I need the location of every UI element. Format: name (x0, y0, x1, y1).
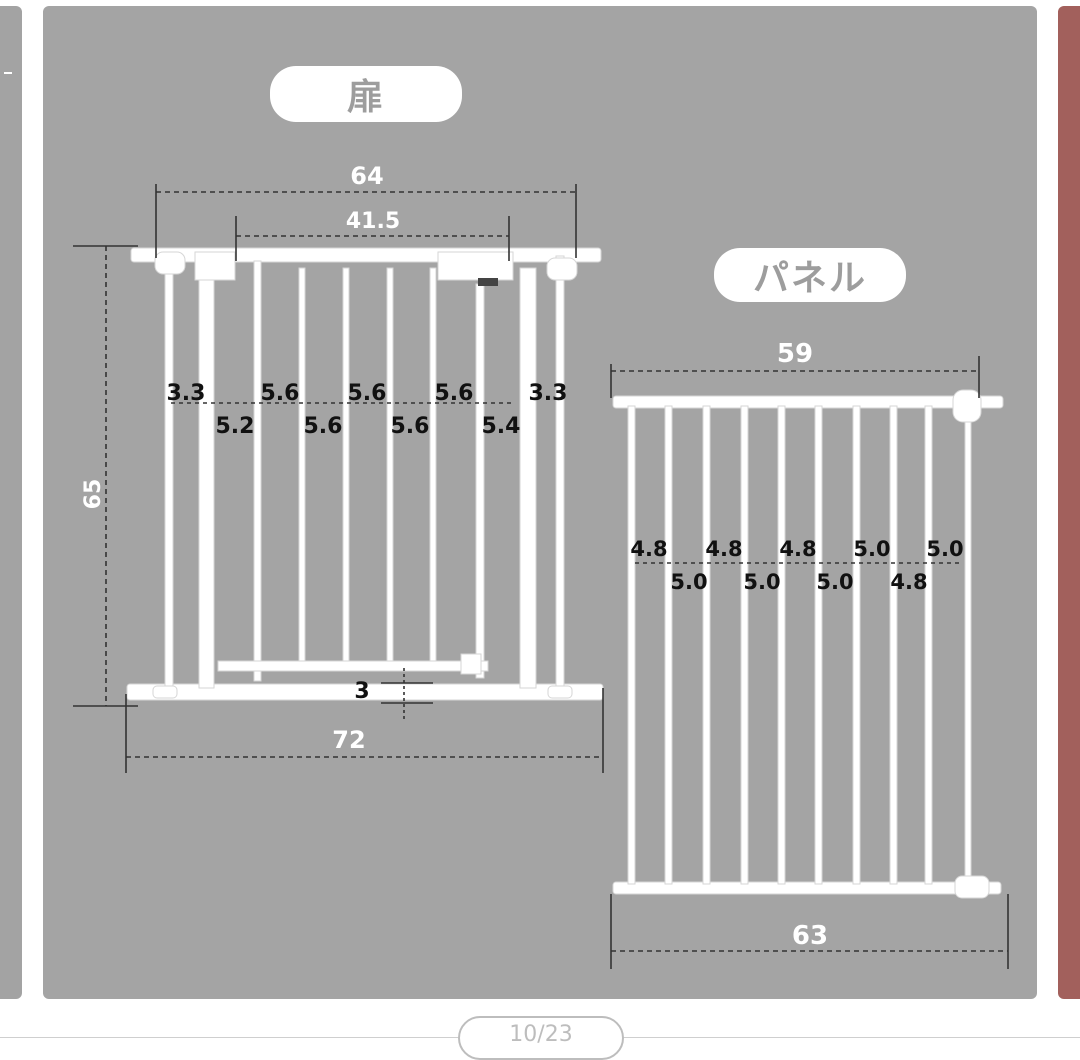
panel-top-width: 59 (777, 339, 813, 369)
door-gaps-upper: 3.3 5.6 5.6 5.6 3.3 (167, 381, 568, 406)
door-gap-upper: 3.3 (167, 381, 206, 406)
panel-gap-upper: 4.8 (630, 537, 667, 561)
page-indicator: 10/23 (458, 1016, 624, 1060)
door-gap-upper: 5.6 (261, 381, 300, 406)
panel-gap-lower: 4.8 (890, 570, 927, 594)
door-outer-width: 64 (350, 162, 383, 190)
panel-drawing (612, 389, 1004, 899)
panel-dimension-lines (610, 356, 1009, 969)
door-bottom-gap: 3 (354, 679, 369, 704)
door-label-pill: 扉 (270, 66, 462, 122)
door-gap-upper: 3.3 (529, 381, 568, 406)
panel-gap-lower: 5.0 (670, 570, 707, 594)
dimension-diagram: 64 41.5 65 72 3 3.3 5.6 5.6 5.6 3.3 5.2 … (73, 162, 1009, 969)
door-label: 扉 (346, 77, 385, 118)
slide-mark (4, 72, 12, 74)
panel-gap-lower: 5.0 (743, 570, 780, 594)
door-height: 65 (81, 479, 106, 510)
panel-gaps-lower: 5.0 5.0 5.0 4.8 (670, 570, 927, 594)
panel-gap-upper: 4.8 (705, 537, 742, 561)
latch-shadow (478, 278, 498, 286)
door-gap-lower: 5.4 (482, 414, 521, 439)
panel-gap-upper: 5.0 (853, 537, 890, 561)
door-base-width: 72 (332, 726, 365, 754)
door-gap-upper: 5.6 (435, 381, 474, 406)
panel-gap-lower: 5.0 (816, 570, 853, 594)
door-gaps-lower: 5.2 5.6 5.6 5.4 (216, 414, 521, 439)
panel-label: パネル (752, 258, 867, 299)
page-indicator-text: 10/23 (509, 1022, 573, 1047)
door-dimension-lines (73, 184, 604, 773)
door-inner-width: 41.5 (346, 209, 400, 234)
next-slide-edge[interactable] (1058, 6, 1080, 999)
door-gate-drawing (126, 247, 604, 701)
previous-slide-edge[interactable] (0, 6, 22, 999)
panel-gap-upper: 5.0 (926, 537, 963, 561)
gallery-slide: 扉 パネル (43, 6, 1037, 999)
door-gap-lower: 5.2 (216, 414, 255, 439)
panel-label-pill: パネル (714, 248, 906, 302)
door-gap-lower: 5.6 (391, 414, 430, 439)
panel-gap-upper: 4.8 (779, 537, 816, 561)
panel-bottom-width: 63 (792, 921, 828, 951)
panel-gaps-upper: 4.8 4.8 4.8 5.0 5.0 (630, 537, 963, 561)
door-gap-upper: 5.6 (348, 381, 387, 406)
door-gap-lower: 5.6 (304, 414, 343, 439)
